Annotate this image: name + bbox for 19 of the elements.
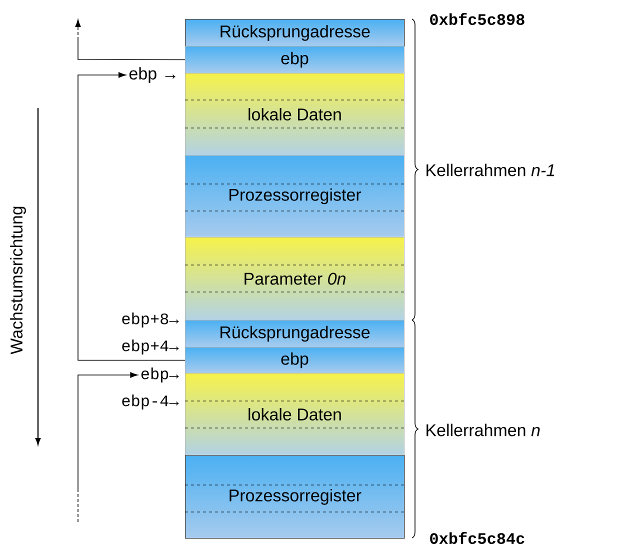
stack-block: Rücksprungadresse (185, 19, 405, 47)
frame-label: Kellerrahmen n-1 (426, 164, 554, 176)
pointer-label: ebp → (129, 67, 176, 83)
stack-block: ebp (185, 347, 404, 374)
axis-label: Wachstumsrichtung (10, 206, 26, 354)
offset-label: ebp-4→ (122, 394, 179, 410)
pointer-label: ebp→ (141, 368, 179, 382)
frame-label: Kellerrahmen n (426, 424, 540, 436)
offset-label: ebp+4→ (122, 340, 179, 354)
stack-block: Rücksprungadresse (185, 320, 404, 348)
arrow (78, 72, 186, 361)
stack-block: Prozessorregister (185, 455, 405, 539)
arrow (78, 372, 138, 522)
stack-block: Prozessorregister (185, 155, 404, 238)
address-label: 0xbfc5c898 (430, 13, 524, 25)
address-label: 0xbfc5c84c (430, 532, 524, 544)
arrow (75, 19, 186, 60)
offset-label: ebp+8→ (122, 312, 179, 328)
stack-block: ebp (185, 46, 404, 74)
